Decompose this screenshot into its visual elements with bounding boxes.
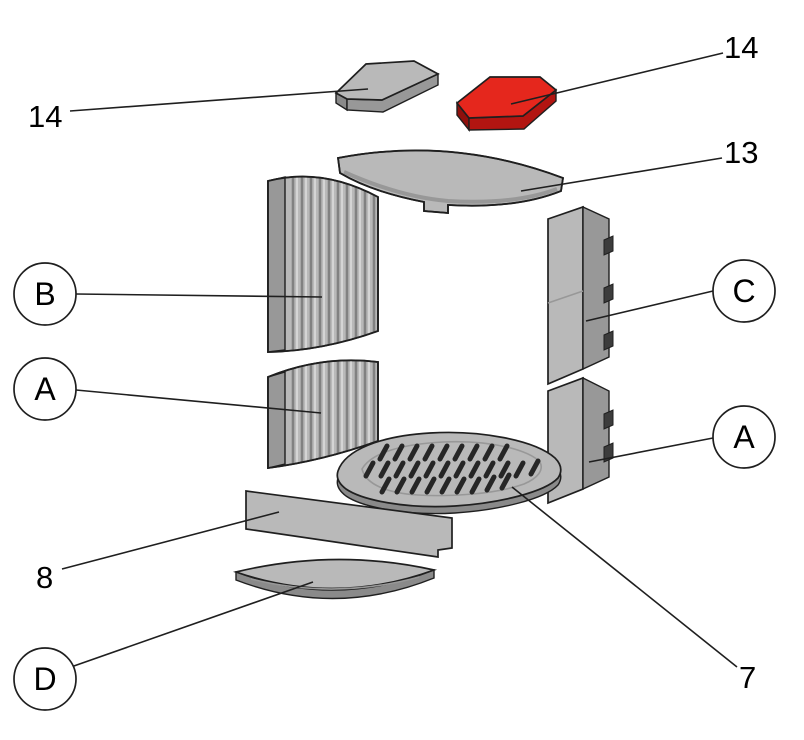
callout-circle-c [712,259,776,323]
callout-label-8: 8 [36,560,53,595]
callout-line-a-right [588,437,714,463]
callout-label-a-left: A [34,371,56,407]
callout-label-13: 13 [724,135,758,170]
part-top-plate-left [334,60,440,113]
callout-circle-a-left [13,357,77,421]
part-grate [336,431,562,515]
part-right-liner-upper [547,205,614,386]
callout-line-14-left [69,88,369,112]
callout-line-a-left [75,389,322,414]
part-top-front-panel [336,149,565,214]
callout-label-b: B [34,276,55,312]
callout-label-7: 7 [739,660,756,695]
callout-line-8 [61,511,280,570]
callout-circles [13,259,776,711]
callout-labels: 14 14 13 B A C A 8 D 7 [28,30,758,697]
part-front-lower-panel [245,490,453,558]
callout-line-b [75,293,323,298]
callout-line-14-right [510,52,724,105]
callout-label-a-right: A [733,419,755,455]
part-base-plate [232,558,438,600]
callout-line-7 [511,486,738,668]
part-top-plate-right-highlighted [455,76,558,132]
callout-lines [61,52,738,668]
left-liner-upper-ribs [291,176,376,352]
callout-label-14-left: 14 [28,99,62,134]
callout-label-d: D [33,661,56,697]
callout-line-13 [520,157,723,192]
part-left-liner-upper [267,175,379,353]
callout-circle-b [13,262,77,326]
grate-slots [363,443,541,495]
callout-circle-d [13,647,77,711]
callout-line-d [70,581,314,668]
callout-circle-a-right [712,405,776,469]
callout-label-c: C [732,273,755,309]
callout-line-c [585,290,714,322]
callout-label-14-right: 14 [724,30,758,65]
